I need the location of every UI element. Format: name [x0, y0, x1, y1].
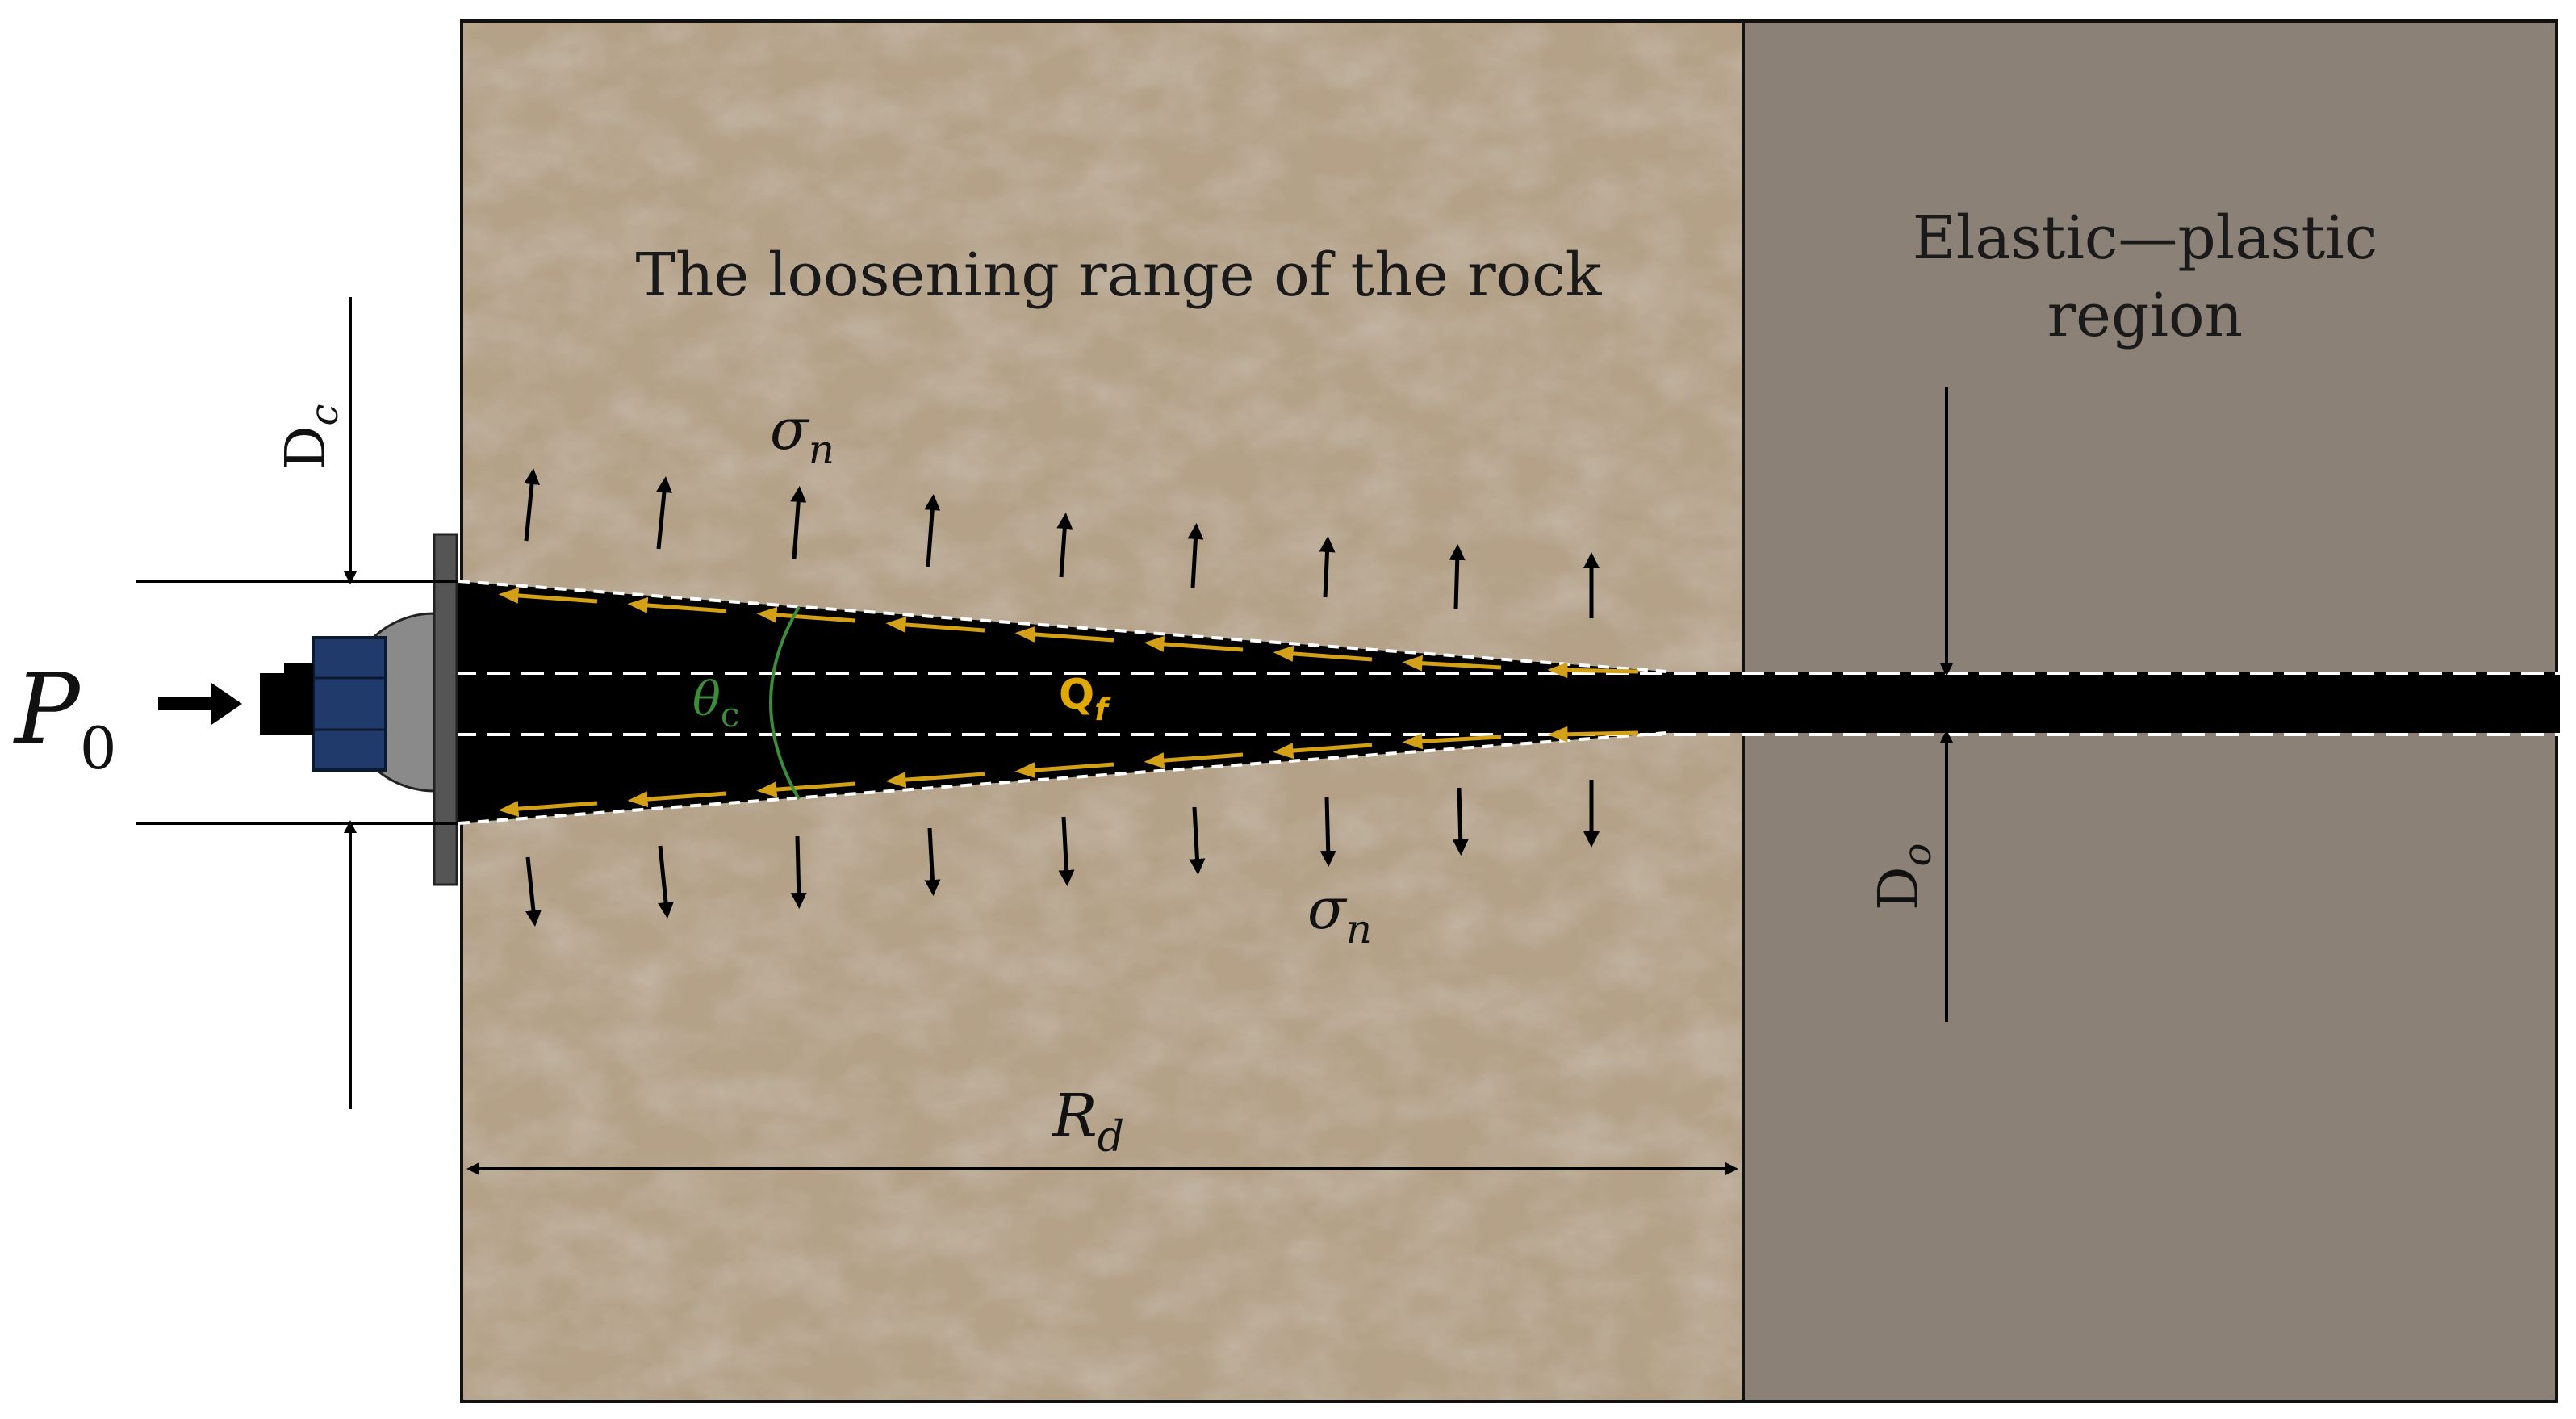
do-label: Do: [1867, 843, 1940, 910]
loosening-range-label: The loosening range of the rock: [636, 241, 1603, 310]
cone-angle-arc: [769, 605, 801, 801]
dc-label: Dc: [274, 404, 347, 470]
elastic-plastic-label-line1: Elastic—plastic: [1913, 203, 2378, 273]
cone-bottom-boundary: [458, 731, 1667, 825]
bolt-stub-cap: [284, 663, 313, 680]
qf-label: Qf: [1059, 671, 1111, 727]
bearing-plate: [433, 533, 458, 886]
sigma-n-bottom-label: σn: [1307, 876, 1372, 952]
normal-stress-arrows-bottom: [525, 780, 1600, 927]
bolt-stub: [260, 673, 313, 735]
load-symbol: P0: [13, 654, 117, 782]
grout-flow-arrows-bottom: [498, 726, 1639, 818]
normal-stress-arrows-top: [524, 468, 1600, 618]
cone-top-boundary: [458, 580, 1667, 673]
load-arrow-head: [211, 683, 242, 725]
anchor-nut: [312, 636, 387, 772]
grout-flow-arrows-top: [498, 587, 1639, 679]
sigma-n-top-label: σn: [770, 396, 834, 473]
theta-c-label: θc: [692, 672, 739, 735]
rd-label: Rd: [1051, 1082, 1124, 1162]
borehole-grout-cone: [456, 581, 2560, 823]
elastic-plastic-label-line2: region: [2047, 281, 2243, 350]
